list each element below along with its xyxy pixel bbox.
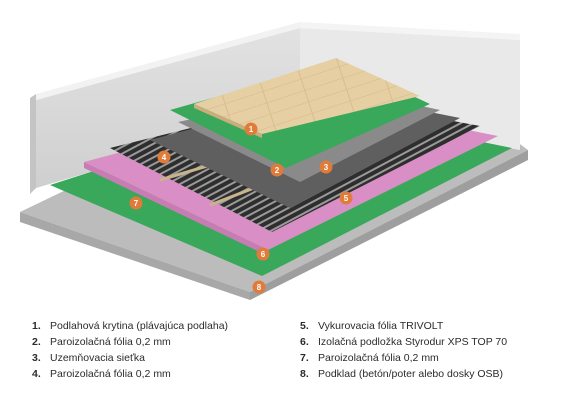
legend-item-1: 1.Podlahová krytina (plávajúca podlaha) (32, 320, 229, 332)
legend-item-2: 2.Paroizolačná fólia 0,2 mm (32, 336, 171, 348)
layer-legend: 1.Podlahová krytina (plávajúca podlaha) … (0, 318, 564, 388)
legend-column-left: 1.Podlahová krytina (plávajúca podlaha) … (32, 318, 228, 382)
legend-item-6: 6.Izolačná podložka Styrodur XPS TOP 70 (300, 336, 508, 348)
badge-2: 2 (270, 163, 284, 177)
legend-column-right: 5.Vykurovacia fólia TRIVOLT 6.Izolačná p… (300, 318, 507, 382)
legend-item-5: 5.Vykurovacia fólia TRIVOLT (300, 320, 444, 332)
legend-item-3: 3.Uzemňovacia sieťka (32, 352, 145, 364)
badge-5: 5 (339, 191, 353, 205)
badge-1: 1 (244, 122, 258, 136)
svg-text:2: 2 (275, 166, 280, 175)
badge-7: 7 (129, 196, 143, 210)
svg-text:4: 4 (162, 153, 167, 162)
svg-text:8: 8 (257, 283, 262, 292)
badge-6: 6 (256, 247, 270, 261)
svg-text:3: 3 (324, 163, 329, 172)
legend-item-8: 8.Podklad (betón/poter alebo dosky OSB) (300, 368, 504, 380)
svg-text:7: 7 (134, 199, 139, 208)
floor-layers-diagram: 1 2 3 4 5 6 7 8 (20, 22, 528, 300)
badge-4: 4 (157, 150, 171, 164)
svg-text:5: 5 (344, 194, 349, 203)
legend-item-4: 4.Paroizolačná fólia 0,2 mm (32, 368, 171, 380)
svg-text:1: 1 (249, 125, 254, 134)
badge-3: 3 (319, 160, 333, 174)
legend-item-7: 7.Paroizolačná fólia 0,2 mm (300, 352, 439, 364)
svg-text:6: 6 (261, 250, 266, 259)
badge-8: 8 (252, 280, 266, 294)
